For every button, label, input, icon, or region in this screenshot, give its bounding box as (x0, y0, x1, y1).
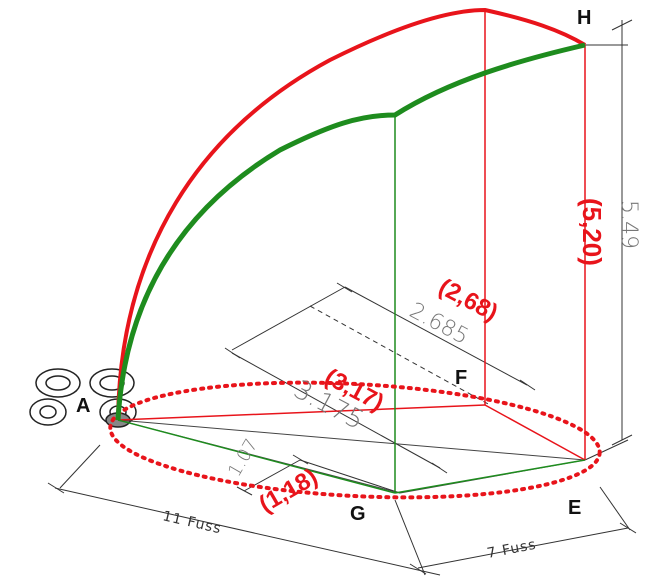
point-label-a: A (76, 395, 90, 417)
point-label-g: G (350, 503, 366, 525)
green-projection-lines (117, 115, 586, 494)
dim-bottom-left: 11 Fuss (161, 508, 223, 537)
green-arc-curve (115, 42, 586, 421)
point-label-e: E (568, 497, 581, 519)
dim-bottom-right: 7 Fuss (486, 537, 538, 562)
value-height: (5,20) (577, 198, 607, 266)
point-label-f: F (455, 367, 467, 389)
red-projection-lines (117, 10, 586, 461)
dim-diag-small: 1.07 (224, 435, 262, 480)
dim-vertical: 5.49 (616, 200, 641, 249)
red-dotted-ellipse (108, 380, 602, 500)
point-label-h: H (577, 7, 591, 29)
red-arc-curve (116, 7, 587, 421)
value-diag-ag: (1,18) (255, 463, 323, 518)
